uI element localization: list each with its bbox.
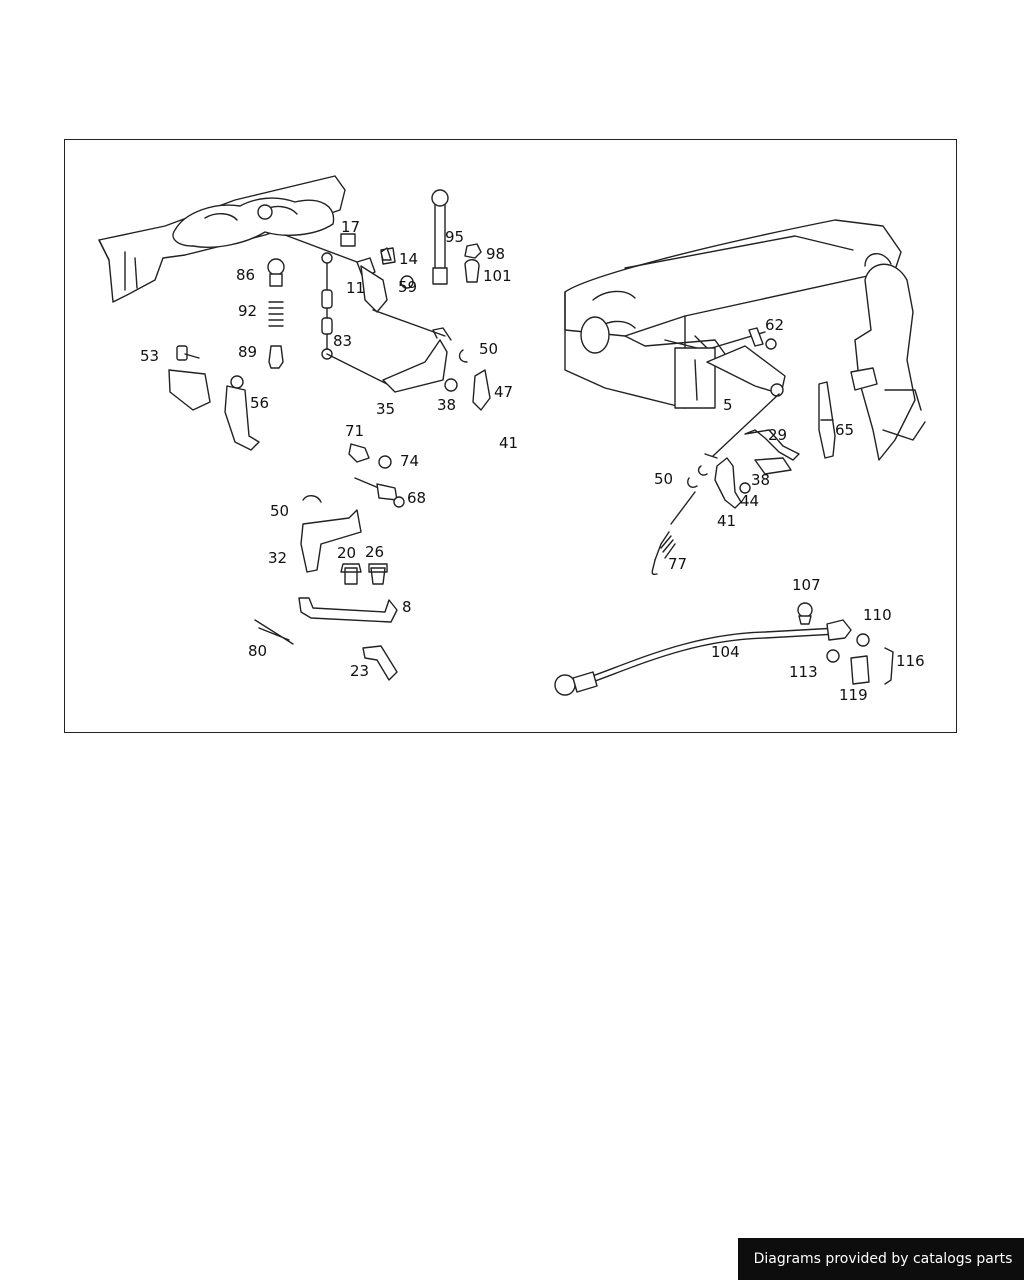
part-label-38: 38 [751,471,771,489]
part-label-59: 59 [398,278,418,296]
part-label-26: 26 [365,543,385,561]
part-label-5: 5 [723,396,733,414]
part-label-50: 50 [479,340,499,358]
part-label-86: 86 [236,266,256,284]
manifold-assembly [98,175,346,303]
connecting-rod [554,619,894,696]
part-label-23: 23 [350,662,370,680]
small-parts-left [168,189,482,451]
part-label-17: 17 [341,218,361,236]
part-label-80: 80 [248,642,268,660]
part-label-74: 74 [400,452,420,470]
part-label-62: 62 [765,316,785,334]
part-label-107: 107 [792,576,821,594]
part-label-50: 50 [270,502,290,520]
part-label-32: 32 [268,549,288,567]
part-label-56: 56 [250,394,270,412]
part-label-77: 77 [668,555,688,573]
part-label-95: 95 [445,228,465,246]
bracket-assembly-right [651,253,926,625]
part-label-20: 20 [337,544,357,562]
part-label-89: 89 [238,343,258,361]
center-parts [254,443,405,681]
credit-banner: Diagrams provided by catalogs parts [738,1238,1024,1280]
part-label-38: 38 [437,396,457,414]
part-label-44: 44 [740,492,760,510]
part-label-41: 41 [499,434,519,452]
part-label-119: 119 [839,686,868,704]
part-label-50: 50 [654,470,674,488]
part-label-14: 14 [399,250,419,268]
part-label-35: 35 [376,400,396,418]
part-label-29: 29 [768,426,788,444]
part-label-83: 83 [333,332,353,350]
parts-diagram-drawing [98,175,926,696]
part-label-101: 101 [483,267,512,285]
part-label-65: 65 [835,421,855,439]
part-label-113: 113 [789,663,818,681]
part-label-68: 68 [407,489,427,507]
part-label-92: 92 [238,302,258,320]
part-label-47: 47 [494,383,514,401]
credit-text: Diagrams provided by catalogs parts [753,1251,1013,1267]
part-label-8: 8 [402,598,412,616]
part-label-11: 11 [346,279,366,297]
part-label-53: 53 [140,347,160,365]
linkage-left [284,234,491,411]
part-label-104: 104 [711,643,740,661]
engine-cover [564,219,902,409]
part-label-116: 116 [896,652,925,670]
part-label-98: 98 [486,245,506,263]
parts-diagram-frame [64,139,957,733]
part-label-41: 41 [717,512,737,530]
part-label-110: 110 [863,606,892,624]
part-label-71: 71 [345,422,365,440]
